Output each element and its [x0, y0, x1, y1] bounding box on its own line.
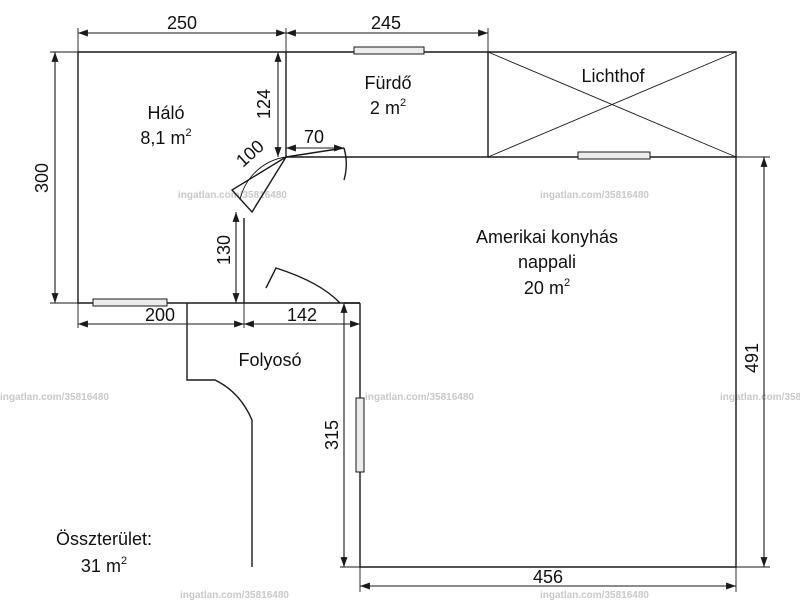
watermark: ingatlan.com/35816480: [365, 392, 474, 403]
dim-245: 245: [371, 13, 401, 33]
room-area-halo: 8,1 m2: [140, 127, 191, 148]
watermark: ingatlan.com/35816480: [540, 590, 649, 601]
dim-456: 456: [533, 567, 563, 587]
dim-315: 315: [322, 420, 342, 450]
bathroom-walls: [286, 51, 737, 158]
door-bedroom-swing: [239, 156, 287, 201]
window-bath: [353, 46, 425, 55]
dim-300: 300: [32, 163, 52, 193]
room-name-folyoso: Folyosó: [238, 350, 301, 370]
dim-124: 124: [254, 89, 274, 119]
windows: [92, 46, 651, 473]
dim-130: 130: [214, 235, 234, 265]
room-name-nappali-line2: nappali: [518, 252, 576, 272]
total-area-label: Összterület:: [56, 529, 152, 549]
watermark-layer: ingatlan.com/35816480 ingatlan.com/35816…: [0, 190, 800, 601]
window-living: [355, 397, 365, 473]
room-area-furdo: 2 m2: [370, 97, 406, 118]
room-name-furdo: Fürdő: [364, 73, 411, 93]
window-bedroom: [92, 298, 168, 307]
total-area-value: 31 m2: [81, 555, 127, 576]
dim-200: 200: [145, 305, 175, 325]
watermark: ingatlan.com/35816480: [178, 190, 287, 201]
watermark: ingatlan.com/35816480: [540, 190, 649, 201]
room-name-nappali-line1: Amerikai konyhás: [476, 227, 618, 247]
room-name-halo: Háló: [147, 103, 184, 123]
dim-250: 250: [167, 13, 197, 33]
door-bath: [285, 147, 347, 181]
hall-partition: [243, 218, 360, 304]
doors: [230, 147, 347, 304]
watermark: ingatlan.com/35816480: [180, 590, 289, 601]
dim-491: 491: [742, 343, 762, 373]
lichthof-cross: [487, 51, 737, 158]
dimension-labels: 250 245 300 124 70 100 130 200 142 315 4…: [32, 13, 762, 587]
room-area-nappali: 20 m2: [524, 277, 570, 298]
window-lichthof: [577, 151, 651, 160]
dim-70: 70: [304, 127, 324, 147]
door-bedroom: [230, 156, 287, 214]
room-name-lichthof: Lichthof: [581, 66, 645, 86]
watermark: ingatlan.com/35816480: [0, 392, 109, 403]
room-labels: Háló 8,1 m2 Fürdő 2 m2 Lichthof Amerikai…: [140, 66, 645, 370]
corridor-walls: [186, 303, 253, 567]
dimension-lines: [50, 28, 770, 592]
total-area: Összterület: 31 m2: [56, 529, 152, 576]
dim-142: 142: [287, 305, 317, 325]
living-room-walls: [359, 156, 737, 568]
watermark: ingatlan.com/35816480: [720, 392, 800, 403]
door-living: [265, 267, 341, 304]
